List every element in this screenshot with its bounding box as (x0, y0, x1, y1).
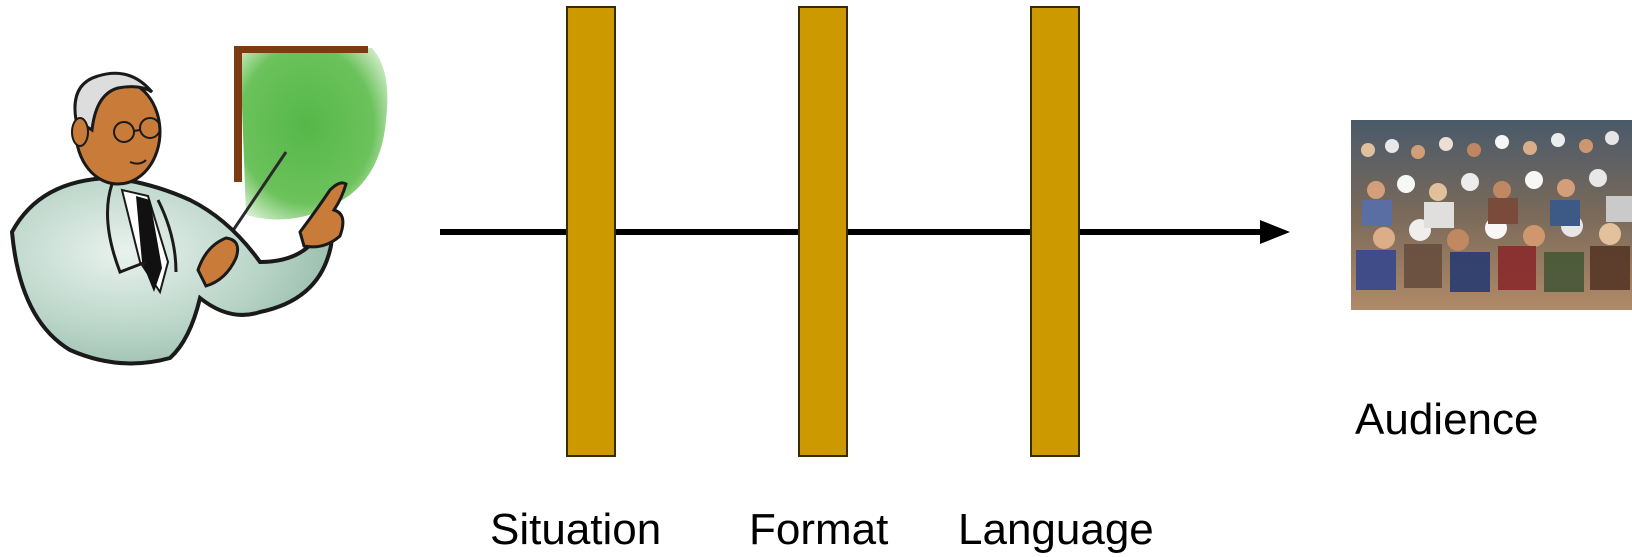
filter-bar-language (1030, 6, 1080, 457)
audience-photo-icon (1351, 120, 1632, 310)
filter-bar-situation (566, 6, 616, 457)
audience-label: Audience (1355, 395, 1539, 444)
filter-bar-format (798, 6, 848, 457)
filter-label-language: Language (958, 505, 1154, 554)
filter-label-situation: Situation (490, 505, 662, 554)
flow-arrow-head (1260, 220, 1290, 244)
filter-label-format: Format (749, 505, 889, 554)
presenter-clipart-icon (9, 46, 388, 366)
